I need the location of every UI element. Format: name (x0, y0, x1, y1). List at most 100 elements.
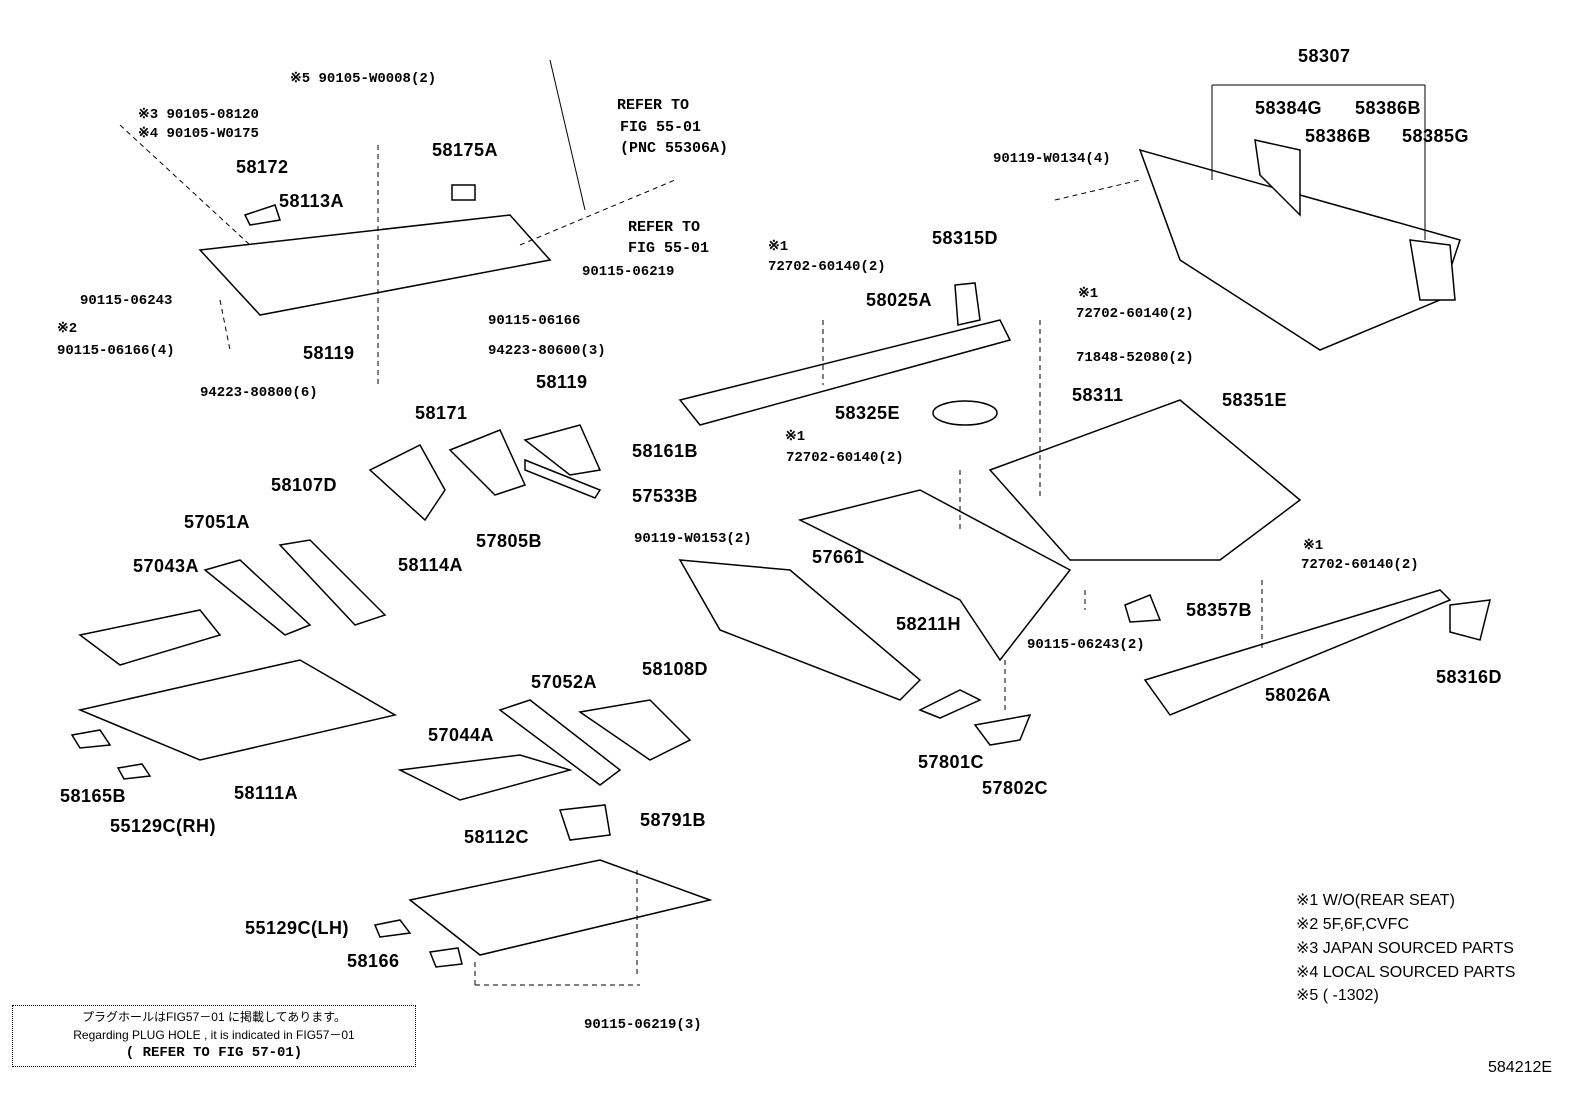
part-58357B (1124, 594, 1162, 623)
part-58791B (558, 804, 611, 841)
label-94223-80600: 94223-80600(3) (488, 343, 606, 359)
label-71848-52080: 71848-52080(2) (1076, 350, 1194, 366)
part-55129C-lh (373, 919, 412, 938)
label-57052A: 57052A (531, 672, 598, 692)
label-58791B: 58791B (640, 810, 707, 830)
rear-panel-58307 (1138, 84, 1461, 351)
label-57044A: 57044A (428, 725, 495, 745)
label-58316D: 58316D (1436, 667, 1503, 687)
refer-to-2: REFER TO (628, 219, 701, 236)
label-58357B: 58357B (1186, 600, 1253, 620)
part-58384G (1254, 139, 1301, 217)
label-58165B: 58165B (60, 786, 127, 806)
part-57533B (524, 458, 602, 499)
label-58386B: 58386B (1355, 98, 1422, 118)
part-57661 (678, 559, 922, 701)
part-58025A (678, 319, 1012, 426)
label-58119: 58119 (303, 343, 355, 363)
label-58385G: 58385G (1402, 126, 1470, 146)
label-58026A: 58026A (1265, 685, 1332, 705)
part-58112C (408, 859, 713, 956)
part-58114A (368, 444, 446, 522)
part-58385G (1409, 239, 1456, 301)
note-2: ※2 5F,6F,CVFC (1296, 916, 1409, 933)
note-5: ※5 ( -1302) (1296, 987, 1379, 1004)
part-57052A (498, 699, 622, 786)
label-58386B-2: 58386B (1305, 126, 1372, 146)
label-94223-80800: 94223-80800(6) (200, 385, 318, 401)
label-58108D: 58108D (642, 659, 709, 679)
part-58166 (428, 947, 463, 968)
note-4: ※4 LOCAL SOURCED PARTS (1296, 964, 1516, 981)
label-58307: 58307 (1298, 46, 1351, 66)
part-58165B (70, 729, 112, 749)
label-72702-c: 72702-60140(2) (786, 450, 904, 466)
label-57805B: 57805B (476, 531, 543, 551)
label-90119-W0134: 90119-W0134(4) (993, 151, 1111, 167)
label-90115-06219-3: 90115-06219(3) (584, 1017, 702, 1033)
figure-id: 584212E (1488, 1059, 1553, 1076)
part-58315D (954, 282, 981, 326)
label-58166: 58166 (347, 951, 400, 971)
mark-1d: ※1 (1303, 538, 1324, 554)
refer-fig-1: FIG 55-01 (620, 119, 702, 136)
label-58171: 58171 (415, 403, 468, 423)
label-90105-08120: ※3 90105-08120 (138, 107, 259, 123)
part-58161B (523, 424, 602, 476)
part-58111A (77, 659, 398, 761)
part-57044A (397, 754, 573, 801)
plug-note-refer: ( REFER TO FIG 57-01) (125, 1045, 303, 1061)
brace-rod (549, 59, 586, 211)
label-57801C: 57801C (918, 752, 985, 772)
label-57043A: 57043A (133, 556, 200, 576)
label-58113A: 58113A (279, 191, 345, 211)
part-58108D (578, 699, 692, 761)
label-58025A: 58025A (866, 290, 933, 310)
label-58111A: 58111A (234, 783, 299, 803)
part-58211H (797, 489, 1072, 662)
label-90115-06243: 90115-06243 (80, 293, 173, 309)
label-72702-a: 72702-60140(2) (768, 259, 886, 275)
label-58351E: 58351E (1222, 390, 1288, 410)
mark-1a: ※1 (768, 239, 789, 255)
part-55129C-rh (116, 763, 152, 780)
label-72702-d: 72702-60140(2) (1301, 557, 1419, 573)
label-90105-W0008: ※5 90105-W0008(2) (290, 71, 437, 87)
part-58316D (1449, 599, 1491, 641)
label-58325E: 58325E (835, 403, 901, 423)
refer-pnc: (PNC 55306A) (620, 140, 729, 157)
label-58211H: 58211H (896, 614, 962, 634)
plug-note-en: Regarding PLUG HOLE , it is indicated in… (73, 1028, 355, 1042)
mark-1c: ※1 (785, 429, 806, 445)
label-57802C: 57802C (982, 778, 1049, 798)
part-58311 (988, 399, 1302, 561)
part-57051A (203, 559, 312, 636)
part-58175A (451, 184, 476, 201)
mark-1b: ※1 (1078, 286, 1099, 302)
label-58311: 58311 (1072, 385, 1124, 405)
label-90115-06219: 90115-06219 (582, 264, 675, 280)
label-57533B: 57533B (632, 486, 699, 506)
label-55129C-lh: 55129C(LH) (245, 918, 350, 938)
label-58114A: 58114A (398, 555, 464, 575)
label-90115-06243-2: 90115-06243(2) (1027, 637, 1145, 653)
label-57661: 57661 (812, 547, 865, 567)
mark-2: ※2 (57, 321, 78, 337)
part-58172 (243, 204, 281, 226)
label-90115-06166-4: 90115-06166(4) (57, 343, 175, 359)
label-58315D: 58315D (932, 228, 999, 248)
label-58175A: 58175A (432, 140, 499, 160)
part-58107D-a (278, 539, 387, 626)
label-58119-2: 58119 (536, 372, 588, 392)
label-57051A: 57051A (184, 512, 251, 532)
label-90119-W0153: 90119-W0153(2) (634, 531, 752, 547)
label-90115-06166: 90115-06166 (488, 313, 581, 329)
label-58384G: 58384G (1255, 98, 1323, 118)
label-58112C: 58112C (464, 827, 530, 847)
part-58325E (932, 400, 998, 426)
part-57043A (78, 609, 222, 666)
label-90105-W0175: ※4 90105-W0175 (138, 126, 259, 142)
part-57802C (973, 714, 1032, 746)
